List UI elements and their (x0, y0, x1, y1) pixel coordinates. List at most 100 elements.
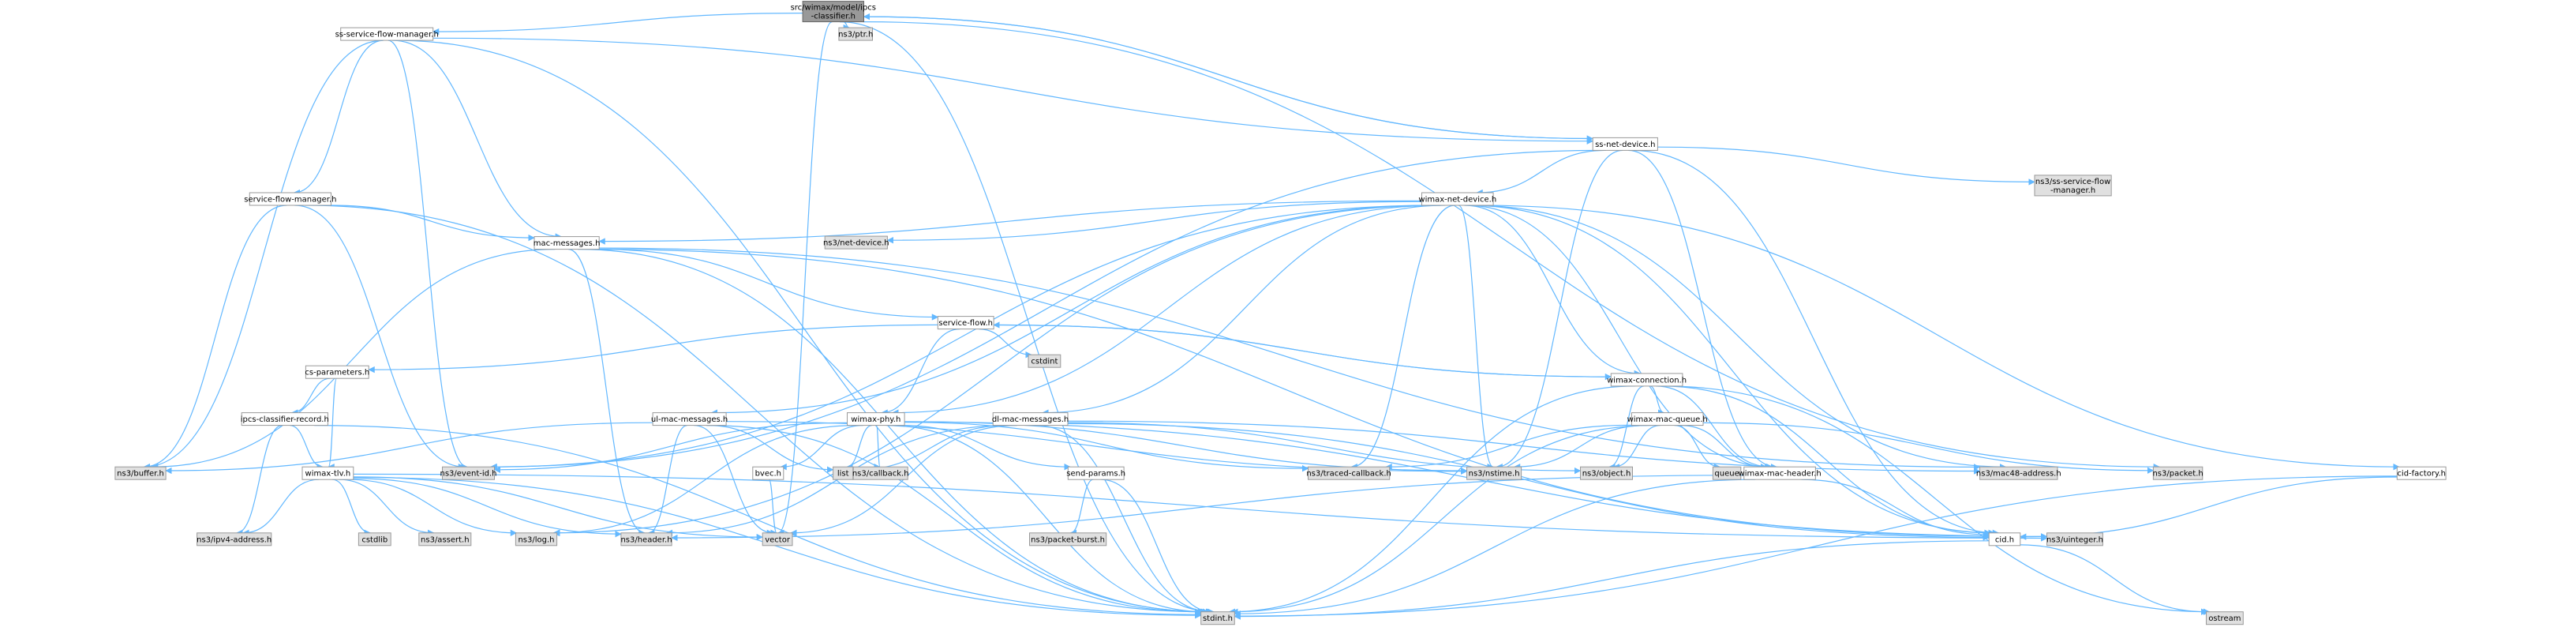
node-uinteger: ns3/uinteger.h (2046, 532, 2103, 546)
edge-wtlv-to-stdint (353, 476, 1202, 619)
node-vector: vector (762, 532, 793, 546)
edge-bvec-to-vector (768, 479, 777, 536)
node-nstime-label: ns3/nstime.h (1469, 470, 1520, 479)
edge-wnd-to-log (552, 205, 1441, 536)
node-ns3ssfm-label-line-1: ns3/ss-service-flow (2035, 178, 2110, 186)
node-ostream-box (2206, 611, 2244, 625)
node-wnd[interactable]: wimax-net-device.h (1418, 192, 1496, 206)
edge-wtlv-to-cstdlib (332, 479, 371, 536)
edge-csparam-to-wtlv (328, 377, 338, 471)
node-ulmac[interactable]: ul-mac-messages.h (651, 412, 728, 426)
edge-csparam-to-ipcr (290, 377, 331, 416)
node-macmsg-box (534, 236, 600, 250)
node-macmsg[interactable]: mac-messages.h (534, 236, 601, 250)
node-cid[interactable]: cid.h (1988, 532, 2021, 546)
edge-ssfm-to-ssnd (432, 37, 1594, 145)
edge-sendp-to-stdint (1101, 479, 1214, 615)
node-header-box (620, 532, 672, 546)
edge-wphy-to-bvec (780, 425, 863, 471)
edge-macmsg-to-stdint (577, 249, 1208, 615)
edge-wtlv-to-assert (339, 479, 435, 536)
node-list: list (833, 466, 854, 480)
edge-wtlv-to-vector (353, 476, 764, 541)
node-ostream: ostream (2206, 611, 2244, 625)
node-sf[interactable]: service-flow.h (937, 316, 994, 330)
node-root[interactable]: src/wimax/model/ipcs-classifier.h (791, 1, 876, 23)
edge-wnd-to-ulmac (710, 205, 1436, 416)
node-traced-label: ns3/traced-callback.h (1306, 470, 1391, 479)
edge-sf-to-csparam (368, 324, 938, 374)
node-cidf-box (2396, 466, 2447, 480)
edge-wmq-to-traced (1385, 424, 1632, 471)
node-eventid-label: ns3/event-id.h (440, 470, 496, 479)
node-ipcr-box (241, 412, 328, 426)
node-cstdint: cstdint (1028, 354, 1061, 368)
edge-wphy-to-list (846, 425, 873, 471)
edge-ssnd-to-wnd (1476, 149, 1606, 197)
node-bvec[interactable]: bvec.h (752, 466, 784, 480)
edge-cidf-to-cid (2019, 476, 2398, 540)
node-netdev-box (824, 235, 888, 250)
node-csparam[interactable]: cs-parameters.h (305, 365, 369, 379)
node-cidf[interactable]: cid-factory.h (2396, 466, 2447, 480)
node-ipv4: ns3/ipv4-address.h (197, 532, 272, 546)
edge-ssnd-to-cid (1631, 149, 2000, 536)
node-sendp[interactable]: send-params.h (1066, 466, 1125, 480)
node-queue-box (1712, 466, 1742, 480)
edge-root-to-packet (863, 21, 2161, 471)
node-buffer-label: ns3/buffer.h (117, 470, 164, 479)
node-stdint: stdint.h (1200, 611, 1235, 625)
edge-cidf-to-stdint (1234, 475, 2398, 620)
node-callback-box (852, 466, 908, 480)
edge-sf-to-cstdint (979, 329, 1032, 359)
edge-wtlv-to-header (353, 478, 622, 538)
node-traced-box (1308, 466, 1391, 480)
node-csparam-box (305, 365, 369, 379)
edge-ssfm-to-eventid (388, 39, 468, 471)
node-wmq-box (1631, 412, 1704, 426)
edge-cid-to-stdint (1234, 540, 1990, 620)
node-log-box (515, 532, 558, 546)
edge-sf-to-wphy (881, 329, 960, 416)
node-ssnd[interactable]: ss-net-device.h (1592, 137, 1658, 151)
edge-wnd-to-mac48 (1470, 205, 2007, 471)
node-ssnd-box (1592, 137, 1658, 151)
node-wphy[interactable]: wimax-phy.h (847, 412, 905, 426)
node-wconn-box (1610, 373, 1683, 387)
node-ns3ssfm: ns3/ss-service-flow-manager.h (2034, 175, 2112, 197)
node-wtlv[interactable]: wimax-tlv.h (301, 466, 354, 480)
node-pktburst-box (1029, 532, 1107, 546)
edge-ssnd-to-wmh (1627, 149, 1778, 471)
node-macmsg-label: mac-messages.h (534, 239, 601, 248)
edge-wnd-to-dlmac (1042, 205, 1446, 416)
edge-macmsg-to-sf (598, 249, 939, 321)
node-sfm-box (249, 192, 331, 206)
node-vector-label: vector (765, 535, 791, 544)
node-dlmac[interactable]: dl-mac-messages.h (992, 412, 1069, 426)
node-wmh[interactable]: wimax-mac-header.h (1739, 466, 1822, 480)
node-queue-label: queue (1714, 470, 1739, 479)
node-sfm[interactable]: service-flow-manager.h (244, 192, 336, 206)
node-ostream-label: ostream (2208, 614, 2241, 623)
edge-wphy-to-eventid (493, 422, 848, 473)
node-cstdint-box (1028, 354, 1061, 368)
node-ipcr[interactable]: ipcs-classifier-record.h (241, 412, 329, 426)
node-wconn[interactable]: wimax-connection.h (1607, 373, 1687, 387)
node-wmq[interactable]: wimax-mac-queue.h (1627, 412, 1708, 426)
node-header: ns3/header.h (620, 532, 672, 546)
node-nstime-box (1466, 466, 1522, 480)
edge-wphy-to-stdint (886, 425, 1208, 615)
node-ptr: ns3/ptr.h (838, 27, 873, 41)
node-wphy-label: wimax-phy.h (851, 415, 900, 424)
node-callback: ns3/callback.h (852, 466, 909, 480)
node-cstdlib: cstdlib (358, 532, 391, 546)
edge-macmsg-to-cid (597, 249, 1990, 539)
node-buffer: ns3/buffer.h (114, 466, 167, 480)
edge-ssfm-to-buffer (143, 39, 384, 471)
node-ssfm[interactable]: ss-service-flow-manager.h (335, 27, 439, 41)
node-sf-label: service-flow.h (938, 319, 993, 328)
edge-macmsg-to-mac48 (599, 247, 1981, 471)
node-root-box (802, 1, 864, 23)
node-sendp-label: send-params.h (1066, 470, 1125, 479)
node-callback-label: ns3/callback.h (852, 470, 909, 479)
